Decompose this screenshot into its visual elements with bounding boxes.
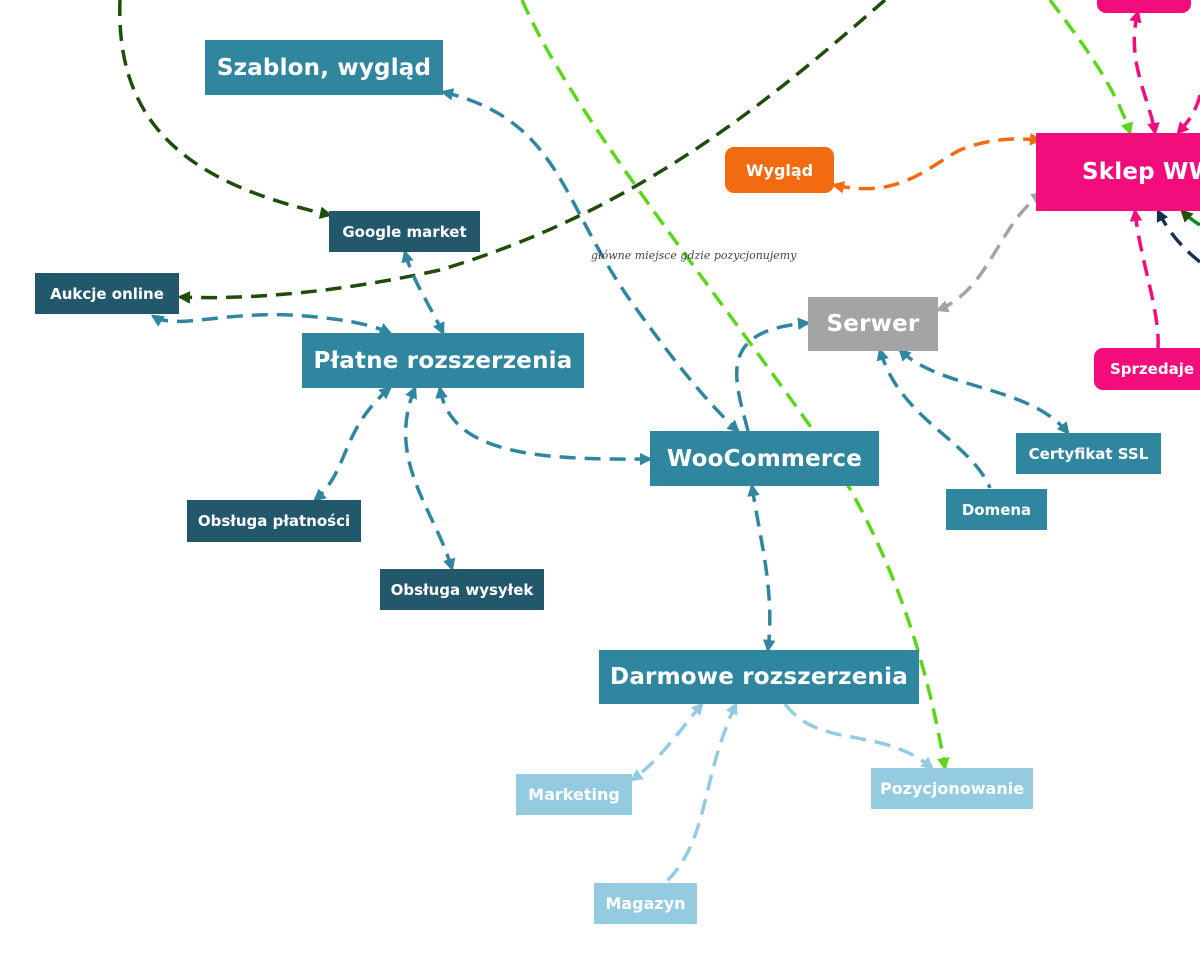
- node-woocommerce[interactable]: WooCommerce: [650, 431, 879, 486]
- edge-szablon-woocommerce: [440, 88, 740, 433]
- node-google-market[interactable]: Google market: [329, 211, 480, 252]
- node-wyglad[interactable]: Wygląd: [725, 147, 834, 193]
- node-szablon-wyglad[interactable]: Szablon, wygląd: [205, 40, 443, 95]
- edge-sklep-navy: [1156, 208, 1200, 264]
- node-darmowe-rozszerzenia-label: Darmowe rozszerzenia: [610, 664, 908, 690]
- node-pozycjonowanie-label: Pozycjonowanie: [879, 779, 1025, 798]
- edge-top-pink-1: [1129, 9, 1160, 136]
- node-magazyn[interactable]: Magazyn: [594, 883, 697, 924]
- edge-woocommerce-darmowe: [747, 483, 776, 653]
- edge-darmowe-magazyn: [663, 701, 738, 885]
- node-szablon-wyglad-label: Szablon, wygląd: [216, 54, 432, 81]
- node-domena[interactable]: Domena: [946, 489, 1047, 530]
- edge-darmowe-pozycjonowanie: [783, 702, 934, 770]
- edge-top-to-sklep-www: [1048, 0, 1134, 136]
- edge-serwer-domena: [876, 347, 992, 489]
- node-darmowe-rozszerzenia[interactable]: Darmowe rozszerzenia: [599, 650, 919, 704]
- node-sprzedaje-label: Sprzedaje: [1110, 360, 1195, 378]
- edge-sklep-green: [1180, 209, 1200, 227]
- node-wyglad-label: Wygląd: [745, 160, 814, 180]
- node-serwer-label: Serwer: [826, 311, 920, 337]
- edge-aukcje-platne: [150, 312, 393, 335]
- node-domena-label: Domena: [961, 500, 1032, 519]
- node-marketing[interactable]: Marketing: [516, 774, 632, 815]
- node-aukcje-online-label: Aukcje online: [50, 284, 164, 303]
- node-magazyn-label: Magazyn: [605, 894, 686, 913]
- node-certyfikat-ssl[interactable]: Certyfikat SSL: [1016, 433, 1161, 474]
- node-sklep-www-label: Sklep WWW: [1082, 159, 1200, 185]
- node-aukcje-online[interactable]: Aukcje online: [35, 273, 179, 314]
- node-obsluga-platnosci-label: Obsługa płatności: [197, 512, 351, 530]
- node-sklep-www[interactable]: Sklep WWW: [1036, 133, 1200, 211]
- node-sprzedaje[interactable]: Sprzedaje: [1094, 348, 1200, 390]
- node-google-market-label: Google market: [342, 222, 467, 241]
- annotation-text: główne miejsce gdzie pozycjonujemy: [591, 249, 797, 262]
- edge-top-to-pozycjonowanie: [520, 0, 950, 771]
- node-certyfikat-ssl-label: Certyfikat SSL: [1028, 444, 1149, 463]
- node-woocommerce-label: WooCommerce: [666, 445, 863, 472]
- edge-sklep-sprzedaje: [1129, 208, 1160, 349]
- edge-platne-platnosci: [313, 386, 392, 502]
- node-obsluga-wysylek[interactable]: Obsługa wysyłek: [380, 569, 544, 610]
- edge-woocommerce-serwer: [734, 317, 811, 432]
- node-platne-rozszerzenia-label: Płatne rozszerzenia: [313, 347, 573, 374]
- node-marketing-label: Marketing: [528, 785, 620, 804]
- edge-platne-wysylek: [403, 385, 456, 572]
- pink-node-top-partial: [1097, 0, 1191, 13]
- node-serwer[interactable]: Serwer: [808, 297, 938, 351]
- edge-serwer-sklep: [935, 192, 1045, 313]
- edge-darmowe-marketing: [629, 702, 704, 782]
- node-platne-rozszerzenia[interactable]: Płatne rozszerzenia: [302, 333, 584, 388]
- edge-platne-woocommerce: [435, 385, 653, 466]
- node-pozycjonowanie[interactable]: Pozycjonowanie: [871, 768, 1033, 809]
- edge-google-platne: [401, 249, 445, 336]
- node-obsluga-platnosci[interactable]: Obsługa płatności: [187, 500, 361, 542]
- edge-top-pink-2: [1176, 94, 1200, 135]
- edge-top-to-google-market: [118, 0, 333, 219]
- node-obsluga-wysylek-label: Obsługa wysyłek: [390, 580, 534, 599]
- edge-wyglad-sklep: [831, 132, 1043, 194]
